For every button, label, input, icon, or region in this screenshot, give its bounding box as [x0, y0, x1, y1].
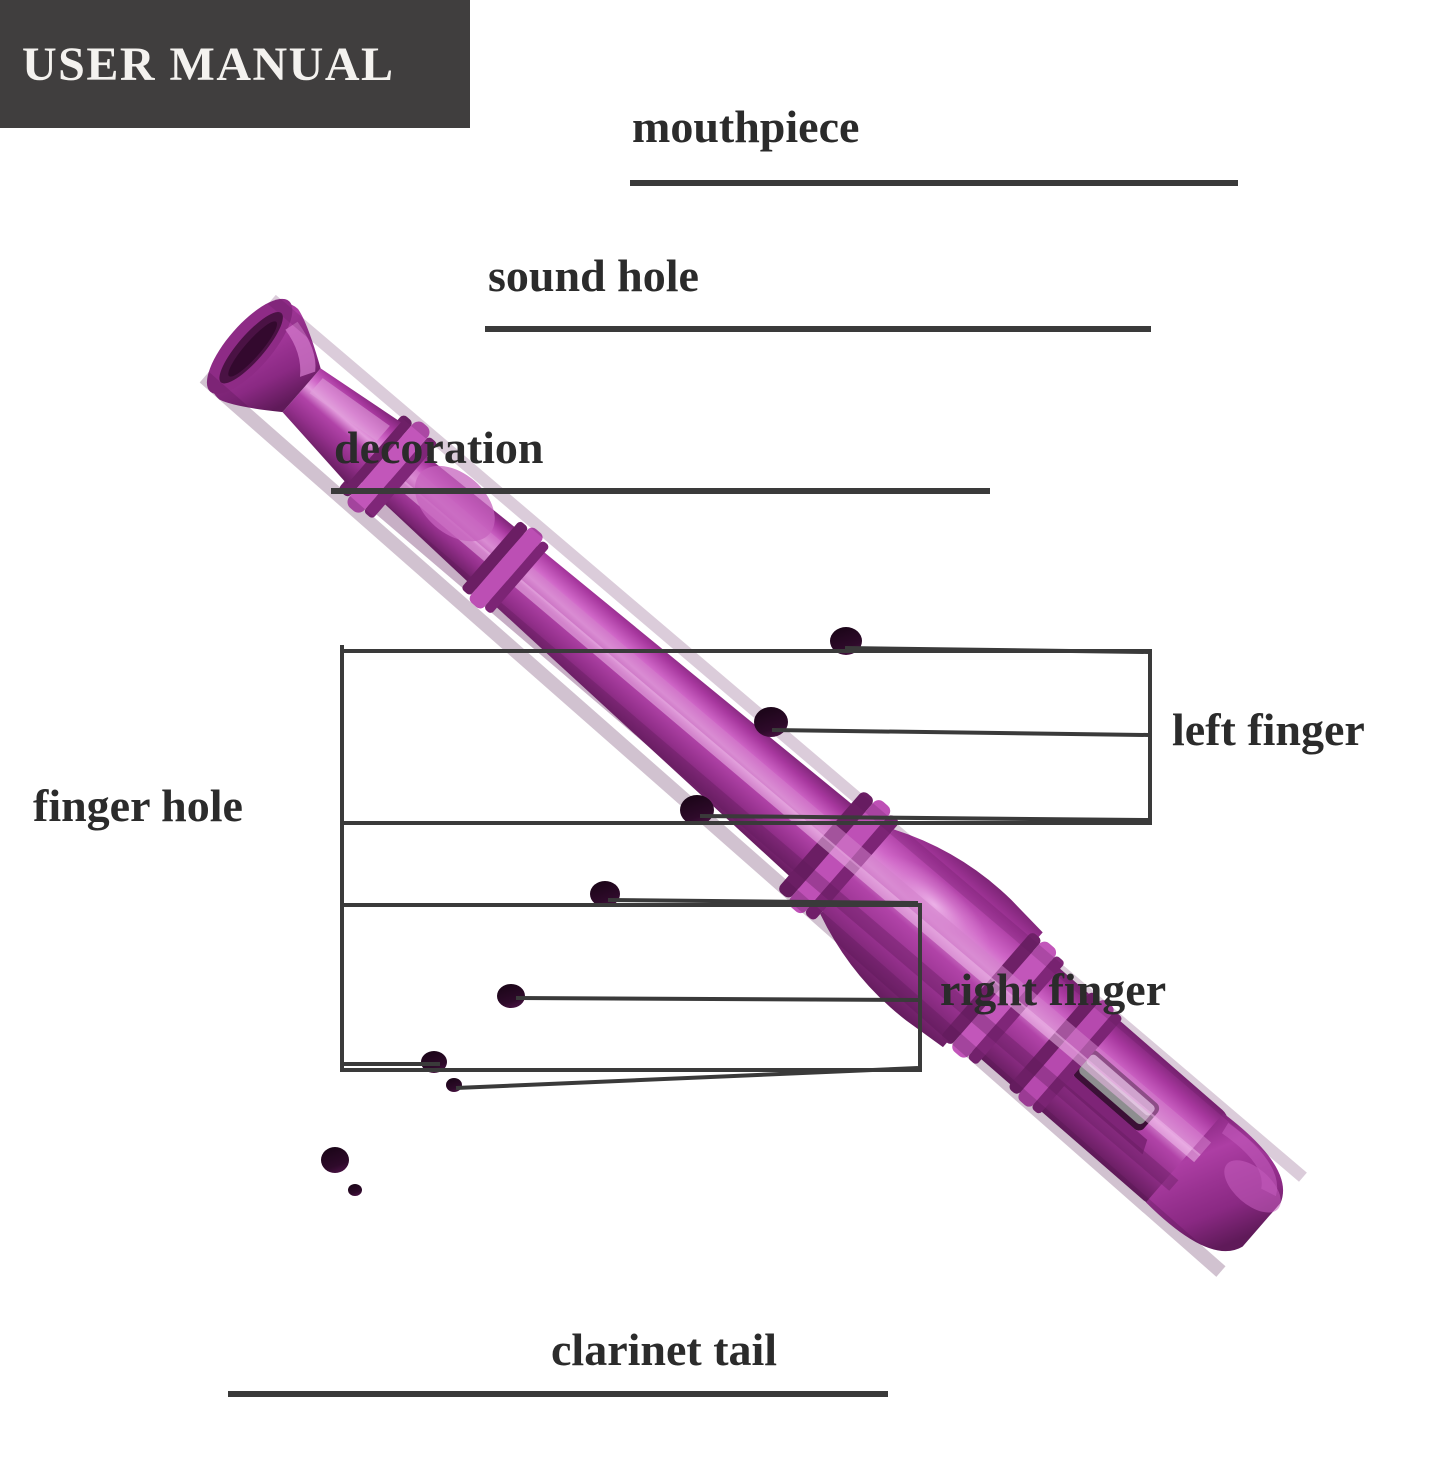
finger-hole-bracket — [340, 645, 1154, 1068]
user-manual-banner: USER MANUAL — [0, 0, 470, 128]
finger-hole-7 — [446, 1078, 462, 1092]
left-finger-bracket-lower — [340, 735, 1152, 825]
group-label-finger-hole: finger hole — [33, 780, 243, 831]
callout-leader-mouthpiece — [630, 180, 1238, 186]
callout-leader-sound-hole — [485, 326, 1151, 332]
group-label-left-finger: left finger — [1172, 704, 1365, 755]
callout-label-decoration: decoration — [334, 422, 544, 473]
left-finger-bracket-upper — [340, 649, 1152, 739]
foot-hole-2 — [348, 1184, 362, 1196]
callout-label-mouthpiece: mouthpiece — [632, 101, 860, 152]
foot-hole-1 — [321, 1147, 349, 1173]
user-manual-title: USER MANUAL — [22, 37, 395, 91]
right-finger-bracket-lower — [340, 1000, 922, 1072]
right-finger-bracket-upper — [340, 903, 922, 1004]
group-label-right-finger: right finger — [940, 964, 1167, 1015]
callout-label-sound-hole: sound hole — [488, 250, 699, 301]
callout-leader-decoration — [331, 488, 990, 494]
callout-leader-clarinet-tail — [228, 1391, 888, 1397]
callout-label-clarinet-tail: clarinet tail — [551, 1324, 778, 1375]
